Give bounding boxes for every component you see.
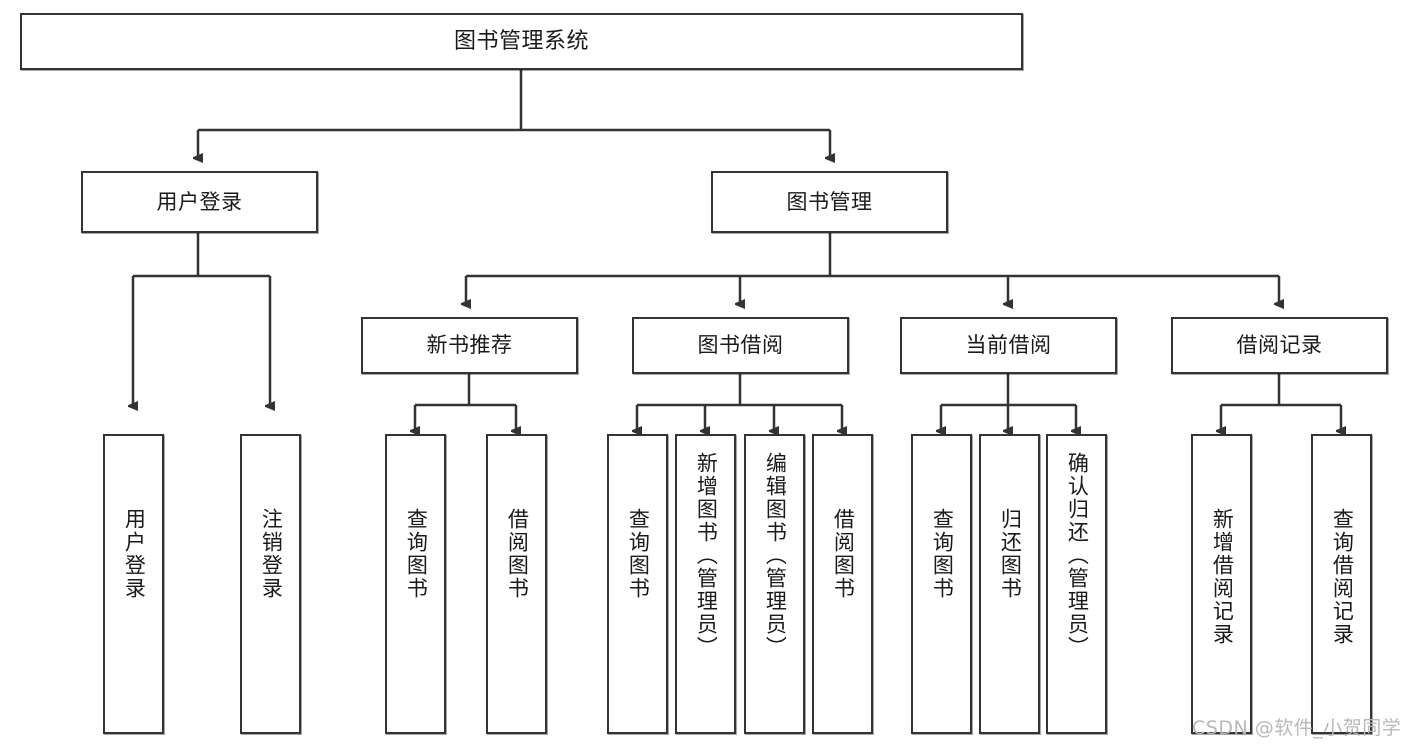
node-label: 图书管理系统: [453, 28, 589, 54]
node-label: 归还图书: [998, 508, 1023, 600]
node-label: 新书推荐: [426, 333, 513, 358]
csdn-watermark: CSDN @软件_小贺同学: [1192, 717, 1402, 739]
leaf-borrow-book[interactable]: 借阅图书: [812, 434, 873, 734]
leaf-return-book[interactable]: 归还图书: [979, 434, 1040, 734]
node-label: 查询图书: [404, 508, 429, 600]
node-label: 用户登录: [122, 508, 147, 600]
node-label: 查询图书: [930, 508, 955, 600]
leaf-add-borrow-record[interactable]: 新增借阅记录: [1191, 434, 1252, 734]
leaf-query-book-recommend[interactable]: 查询图书: [385, 434, 446, 734]
node-label: 图书管理: [786, 189, 873, 214]
leaf-add-book-admin[interactable]: 新增图书（管理员）: [675, 434, 736, 734]
node-label: 注销登录: [259, 508, 284, 600]
node-new-book-recommend[interactable]: 新书推荐: [361, 317, 578, 374]
leaf-query-book-borrow[interactable]: 查询图书: [607, 434, 668, 734]
node-label: 借阅记录: [1236, 333, 1323, 358]
leaf-query-borrow-record[interactable]: 查询借阅记录: [1311, 434, 1372, 734]
node-label: 确认归还（管理员）: [1065, 452, 1090, 659]
leaf-borrow-book-recommend[interactable]: 借阅图书: [486, 434, 547, 734]
node-label: 新增图书（管理员）: [694, 452, 719, 659]
node-label: 编辑图书（管理员）: [763, 452, 788, 659]
leaf-query-book-current[interactable]: 查询图书: [911, 434, 972, 734]
node-user-login[interactable]: 用户登录: [81, 171, 318, 233]
node-label: 当前借阅: [965, 333, 1052, 358]
node-root-book-management-system[interactable]: 图书管理系统: [20, 13, 1023, 70]
node-current-borrow[interactable]: 当前借阅: [900, 317, 1117, 374]
node-label: 查询借阅记录: [1330, 508, 1355, 646]
node-book-borrow[interactable]: 图书借阅: [632, 317, 849, 374]
node-label: 借阅图书: [831, 508, 856, 600]
node-label: 用户登录: [156, 189, 243, 214]
leaf-user-login[interactable]: 用户登录: [103, 434, 164, 734]
node-label: 借阅图书: [505, 508, 530, 600]
node-label: 查询图书: [626, 508, 651, 600]
leaf-edit-book-admin[interactable]: 编辑图书（管理员）: [744, 434, 805, 734]
node-label: 新增借阅记录: [1210, 508, 1235, 646]
node-label: 图书借阅: [697, 333, 784, 358]
leaf-user-logout[interactable]: 注销登录: [240, 434, 301, 734]
leaf-confirm-return-admin[interactable]: 确认归还（管理员）: [1046, 434, 1107, 734]
node-borrow-record[interactable]: 借阅记录: [1171, 317, 1388, 374]
node-book-management[interactable]: 图书管理: [711, 171, 948, 233]
